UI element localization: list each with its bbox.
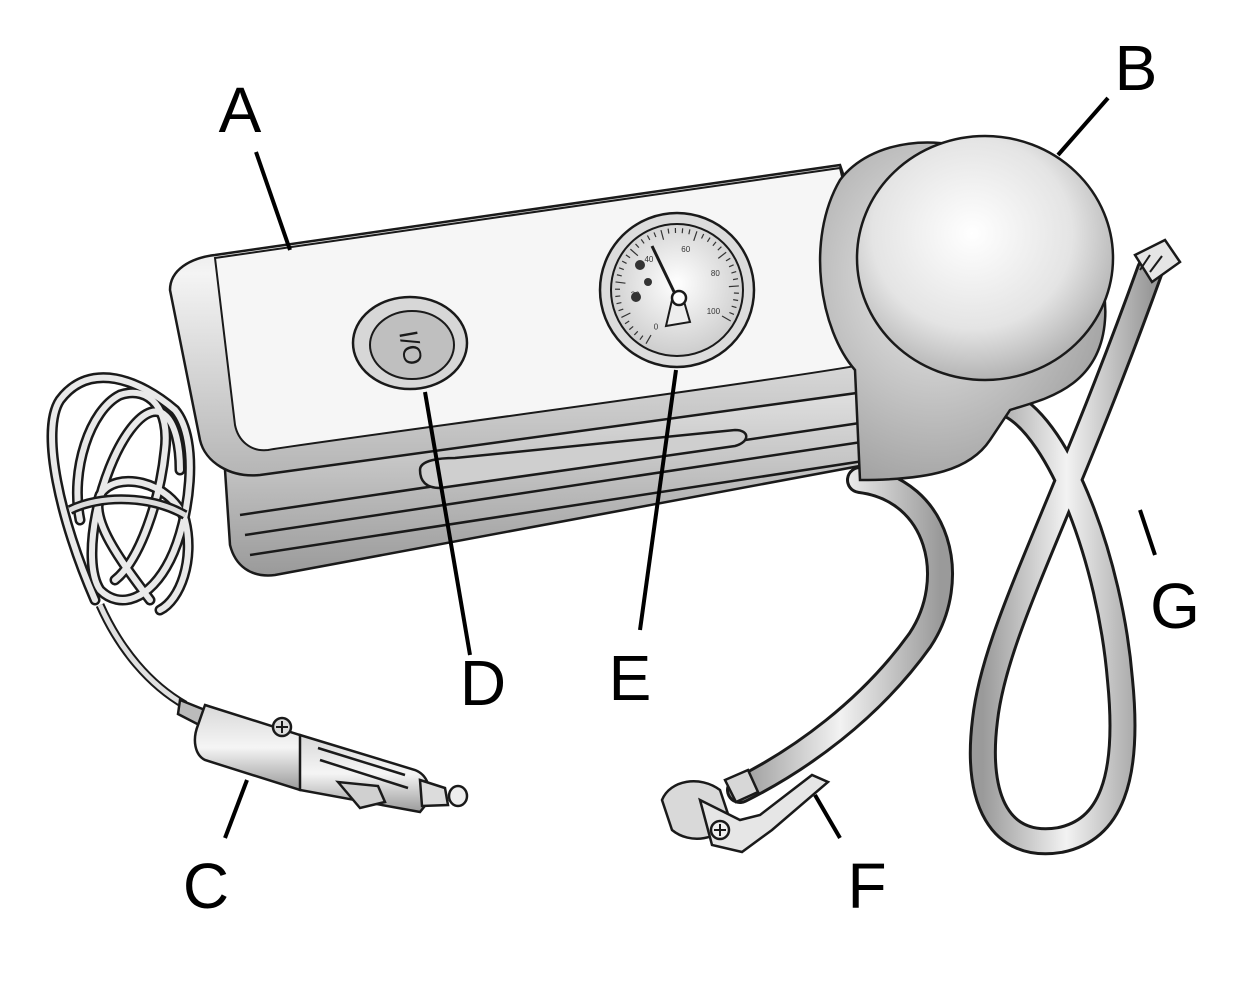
gauge-tick (621, 260, 627, 264)
gauge-tick (640, 239, 645, 244)
gauge-tick (653, 232, 657, 238)
gauge-tick (729, 311, 735, 316)
gauge-tick (725, 257, 731, 262)
leader-a (254, 151, 292, 251)
leader-f (813, 793, 842, 840)
gauge-tick (712, 241, 717, 247)
gauge-tick (732, 278, 739, 281)
gauge-tick (639, 335, 644, 341)
gauge-scale-label: 0 (654, 322, 659, 331)
callout-b: B (1115, 32, 1158, 104)
leader-b (1056, 96, 1110, 157)
callout-labels: A B C D E F G (183, 32, 1200, 922)
gauge-tick (645, 334, 652, 344)
gauge-tick (688, 229, 691, 235)
gauge-tick (628, 325, 634, 331)
leader-d (423, 391, 472, 656)
air-hose-g (968, 238, 1182, 856)
callout-e: E (609, 642, 652, 714)
gauge-tick (667, 228, 670, 234)
power-cord-coil (46, 372, 196, 709)
gauge-tick (717, 246, 722, 251)
air-hose-f (726, 466, 954, 804)
gauge-tick (615, 295, 621, 298)
callout-d: D (460, 647, 506, 719)
gauge-scale-label: 60 (681, 245, 690, 254)
leader-g (1138, 509, 1157, 556)
callout-g: G (1150, 570, 1200, 642)
gauge-tick (618, 308, 624, 312)
gauge-scale-label: 80 (711, 269, 720, 278)
gauge-tick (629, 248, 639, 257)
gauge-tick (646, 235, 651, 241)
gauge-tick (733, 299, 739, 302)
gauge-tick (728, 264, 734, 268)
switch-label: I/O (393, 328, 429, 367)
leader-lines (223, 96, 1157, 840)
power-plug (176, 698, 469, 814)
gauge-tick (625, 254, 631, 259)
gauge-tick (706, 237, 711, 243)
gauge-tick (660, 229, 665, 240)
gauge-tick (728, 285, 739, 288)
gauge-tick (616, 301, 622, 305)
pressure-gauge: 020406080100 (598, 211, 756, 369)
gauge-tick (731, 271, 737, 274)
gauge-scale-label: 100 (707, 307, 721, 316)
callout-f: F (847, 850, 886, 922)
gauge-tick (615, 281, 626, 284)
gauge-scale-label: 40 (644, 255, 653, 264)
callout-c: C (183, 850, 229, 922)
gauge-tick (616, 274, 622, 277)
gauge-tick (717, 251, 727, 259)
gauge-tick (700, 233, 705, 239)
leader-e (638, 369, 678, 631)
gauge-ticks (614, 228, 739, 344)
leader-c (223, 779, 249, 839)
gauge-tick (693, 231, 698, 241)
gauge-tick (731, 305, 737, 309)
gauge-needle (650, 245, 679, 299)
valve-connector (660, 768, 831, 854)
gauge-tick (621, 312, 631, 318)
callout-a: A (219, 74, 262, 146)
gauge-tick (633, 330, 639, 336)
compressor-dome (818, 134, 1115, 482)
power-switch: I/O (351, 295, 469, 391)
gauge-tick (618, 267, 625, 271)
gauge-tick (635, 243, 640, 249)
gauge-tick (721, 315, 731, 322)
gauge-tick (624, 320, 630, 325)
